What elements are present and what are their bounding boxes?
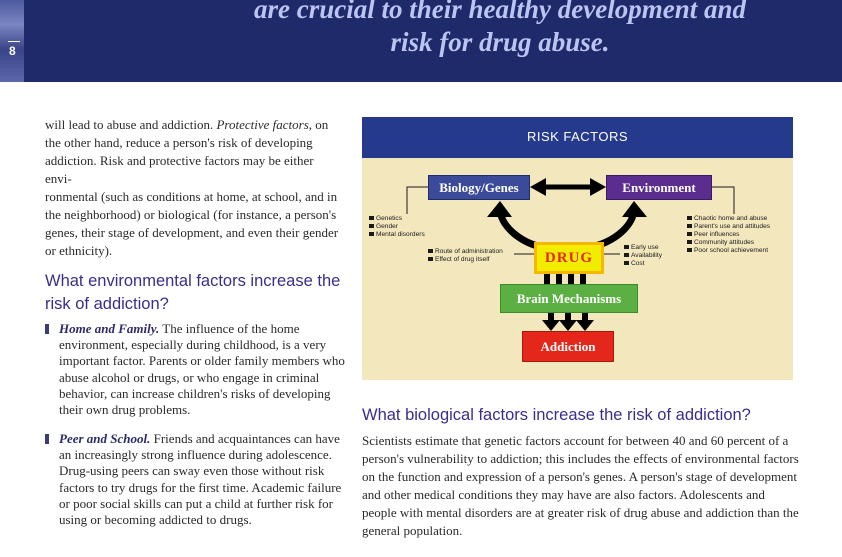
page-number: 8 — [9, 44, 16, 58]
double-arrow-left-head — [530, 178, 546, 196]
list-item: Genetics — [369, 215, 425, 223]
bullet-peer-school: Peer and School. Friends and acquaintanc… — [45, 431, 345, 528]
header-banner: 8 are crucial to their healthy developme… — [0, 0, 842, 82]
headline-line-2: risk for drug abuse. — [390, 27, 610, 57]
brain-mechanisms-box: Brain Mechanisms — [500, 284, 638, 313]
brain-addiction-head — [559, 320, 577, 331]
brain-addiction-shaft — [582, 312, 588, 320]
brain-addiction-shaft — [548, 312, 554, 320]
risk-factors-diagram: RISK FACTORS Biology/Genes Environment D… — [362, 117, 793, 380]
biology-bracket — [406, 186, 428, 214]
biological-factors-heading: What biological factors increase the ris… — [362, 406, 751, 424]
list-item: Route of administration — [428, 248, 503, 256]
bullet-text: Peer and School. Friends and acquaintanc… — [59, 431, 345, 528]
list-item: Peer influences — [687, 231, 770, 239]
list-item: Effect of drug itself — [428, 256, 503, 264]
biological-factors-paragraph: Scientists estimate that genetic factors… — [362, 433, 799, 538]
environment-bracket — [712, 186, 735, 214]
list-item: Early use — [624, 244, 662, 252]
bullet-mark — [45, 324, 49, 334]
bullet-body: Friends and acquaintances can have an in… — [59, 431, 342, 528]
headline-line-1: are crucial to their healthy development… — [254, 0, 746, 24]
environment-factor-list: Chaotic home and abuse Parent's use and … — [687, 215, 770, 255]
intro-line: ronmental (such as conditions at home, a… — [45, 189, 338, 204]
bullet-home-family: Home and Family. The influence of the ho… — [45, 321, 345, 418]
list-item: Chaotic home and abuse — [687, 215, 770, 223]
list-item: Parent's use and attitudes — [687, 223, 770, 231]
list-item: Mental disorders — [369, 231, 425, 239]
curved-arrow-right-head — [622, 201, 647, 217]
drug-brain-bar — [568, 273, 574, 285]
intro-line: or ethnicity). — [45, 243, 113, 258]
bullet-title: Home and Family. — [59, 321, 160, 336]
list-item: Availability — [624, 252, 662, 260]
biology-factor-list: Genetics Gender Mental disorders — [369, 215, 425, 239]
drug-brain-bar — [580, 273, 586, 285]
brain-addiction-head — [576, 320, 594, 331]
protective-factors-term: Protective factors — [216, 117, 309, 132]
list-item: Cost — [624, 260, 662, 268]
bullet-text: Home and Family. The influence of the ho… — [59, 321, 345, 418]
diagram-title: RISK FACTORS — [526, 129, 629, 144]
drug-brain-bar — [556, 273, 562, 285]
list-item: Gender — [369, 223, 425, 231]
list-item: Poor school achievement — [687, 247, 770, 255]
brain-addiction-head — [542, 320, 560, 331]
bullet-mark — [45, 434, 49, 444]
bullet-title: Peer and School. — [59, 431, 151, 446]
intro-line: genes, their stage of development, and e… — [45, 225, 339, 240]
drug-factor-list-right: Early use Availability Cost — [624, 244, 662, 268]
intro-paragraph: will lead to abuse and addiction. Protec… — [45, 116, 340, 260]
drug-box: DRUG — [534, 242, 604, 274]
environmental-factors-heading: What environmental factors increase the … — [45, 272, 341, 313]
list-item: Community attitudes — [687, 239, 770, 247]
drug-brain-bar — [544, 273, 550, 285]
intro-line: the neighborhood) or biological (for ins… — [45, 207, 337, 222]
intro-line: addiction. Risk and protective factors m… — [45, 153, 314, 186]
intro-line: will lead to abuse and addiction. Protec… — [45, 117, 329, 132]
diagram-header: RISK FACTORS — [362, 117, 793, 158]
bullet-body: The influence of the home environment, e… — [59, 321, 345, 418]
brain-addiction-shaft — [565, 312, 571, 320]
curved-arrow-left-head — [487, 201, 512, 217]
drug-factor-list-left: Route of administration Effect of drug i… — [428, 248, 503, 264]
banner-headline: are crucial to their healthy development… — [140, 0, 842, 59]
biology-genes-box: Biology/Genes — [428, 175, 530, 200]
environment-box: Environment — [606, 175, 712, 200]
double-arrow-right-head — [590, 178, 606, 196]
page-number-rule — [8, 41, 20, 42]
intro-line: the other hand, reduce a person's risk o… — [45, 135, 313, 150]
addiction-box: Addiction — [522, 331, 614, 362]
